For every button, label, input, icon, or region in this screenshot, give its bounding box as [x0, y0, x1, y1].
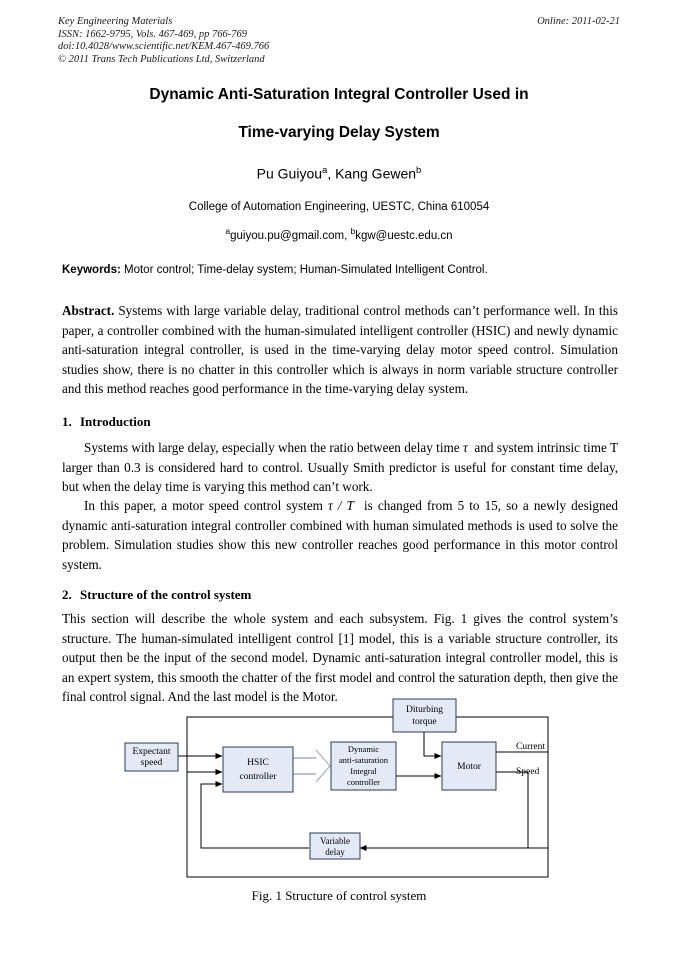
author-2-affil-mark: b — [416, 165, 422, 176]
block-dynamic-line3: Integral — [350, 766, 377, 776]
block-variable-delay — [309, 832, 361, 860]
s1p2-part2: is changed from 5 to 15, so a newly desi… — [62, 498, 619, 572]
hollow-arrow-icon — [315, 749, 331, 783]
section-2-title: Structure of the control system — [80, 587, 252, 602]
line-feedback-outer-to-hsic — [186, 769, 223, 842]
s1p2-part1: In this paper, a motor speed control sys… — [84, 498, 323, 513]
line-delay-to-hsic — [200, 781, 223, 835]
block-variable-delay-line1: Variable — [320, 836, 350, 846]
block-expectant-speed-line2: speed — [141, 758, 163, 768]
block-dynamic-line1: Dynamic — [348, 744, 379, 754]
author-separator: , — [327, 165, 336, 182]
figure-1-caption: Fig. 1 Structure of control system — [251, 888, 427, 903]
section-1-paragraph-2: In this paper, a motor speed control sys… — [62, 496, 618, 574]
journal-header: Key Engineering Materials ISSN: 1662-979… — [58, 16, 620, 66]
journal-issn-line: ISSN: 1662-9795, Vols. 467-469, pp 766-7… — [58, 28, 247, 40]
diagram-outer-frame — [186, 716, 549, 878]
block-variable-delay-line2: delay — [325, 847, 345, 857]
keywords-label: Keywords: — [62, 264, 121, 276]
keywords-line: Keywords: Motor control; Time-delay syst… — [62, 264, 618, 276]
journal-online-date: Online: 2011-02-21 — [537, 16, 620, 27]
figure-1: Expectant speed HSIC controller Dynamic … — [0, 690, 678, 900]
s1p1-part1: Systems with large delay, especially whe… — [84, 440, 460, 455]
block-expectant-speed-line1: Expectant — [133, 747, 171, 757]
block-motor-label: Motor — [457, 762, 482, 772]
abstract: Abstract. Systems with large variable de… — [62, 301, 618, 399]
author-list: Pu Guiyoua, Kang Gewenb — [58, 165, 620, 182]
author-1-name: Pu Guiyou — [256, 165, 323, 182]
section-1-paragraph-1: Systems with large delay, especially whe… — [62, 438, 618, 497]
email-2: kgw@uestc.edu.cn — [355, 229, 453, 242]
journal-name: Key Engineering Materials — [58, 16, 173, 27]
journal-doi-line: doi:10.4028/www.scientific.net/KEM.467-4… — [58, 41, 270, 53]
title-line-1: Dynamic Anti-Saturation Integral Control… — [149, 86, 529, 103]
block-dynamic-line2: anti-saturation — [339, 755, 389, 765]
author-1-affil-mark: a — [322, 165, 328, 176]
journal-copyright-line: © 2011 Trans Tech Publications Ltd, Swit… — [58, 53, 265, 65]
section-1-heading: 1. Introduction — [62, 414, 618, 430]
keywords-value: Motor control; Time-delay system; Human-… — [124, 264, 488, 276]
block-hsic-controller — [222, 746, 294, 793]
email-2-mark: b — [350, 226, 356, 236]
block-dynamic-line4: controller — [347, 777, 380, 787]
section-1-title: Introduction — [80, 414, 151, 429]
page-title: Dynamic Anti-Saturation Integral Control… — [58, 86, 620, 142]
email-1: guiyou.pu@gmail.com, — [230, 229, 348, 242]
author-emails: aguiyou.pu@gmail.com, bkgw@uestc.edu.cn — [58, 226, 620, 242]
line-motor-current-feedback — [496, 751, 549, 848]
email-1-mark: a — [225, 226, 231, 236]
section-2-paragraph-1: This section will describe the whole sys… — [62, 611, 618, 704]
abstract-text: Systems with large variable delay, tradi… — [62, 303, 618, 396]
line-disturbance-to-motor — [423, 732, 442, 759]
s1p1-part2: and system intrinsic time T larger than … — [62, 440, 619, 494]
author-2-name: Kang Gewen — [335, 165, 417, 182]
section-1-number: 1. — [62, 414, 72, 429]
block-hsic-line2: controller — [240, 772, 278, 782]
line-variable-delay-out — [200, 835, 309, 849]
s1p2-math-tau-over-t: τ / T — [328, 498, 354, 513]
line-motor-speed-out — [496, 771, 529, 810]
s1p1-math-tau: τ — [462, 440, 468, 455]
abstract-label: Abstract. — [62, 303, 115, 318]
block-disturbing-torque — [392, 698, 457, 733]
section-2-number: 2. — [62, 587, 72, 602]
section-2-heading: 2. Structure of the control system — [62, 587, 618, 603]
label-speed: Speed — [516, 767, 539, 777]
block-disturbing-line1: Diturbing — [406, 705, 443, 715]
block-expectant-speed — [124, 742, 179, 772]
control-system-block-diagram: Expectant speed HSIC controller Dynamic … — [124, 698, 549, 878]
title-line-2: Time-varying Delay System — [238, 124, 440, 141]
block-hsic-line1: HSIC — [247, 758, 269, 768]
block-disturbing-line2: torque — [412, 717, 436, 727]
block-dynamic-anti-saturation-integral-controller — [330, 741, 397, 791]
block-motor — [441, 741, 497, 791]
label-current: Current — [516, 742, 545, 752]
affiliation: College of Automation Engineering, UESTC… — [188, 201, 490, 213]
